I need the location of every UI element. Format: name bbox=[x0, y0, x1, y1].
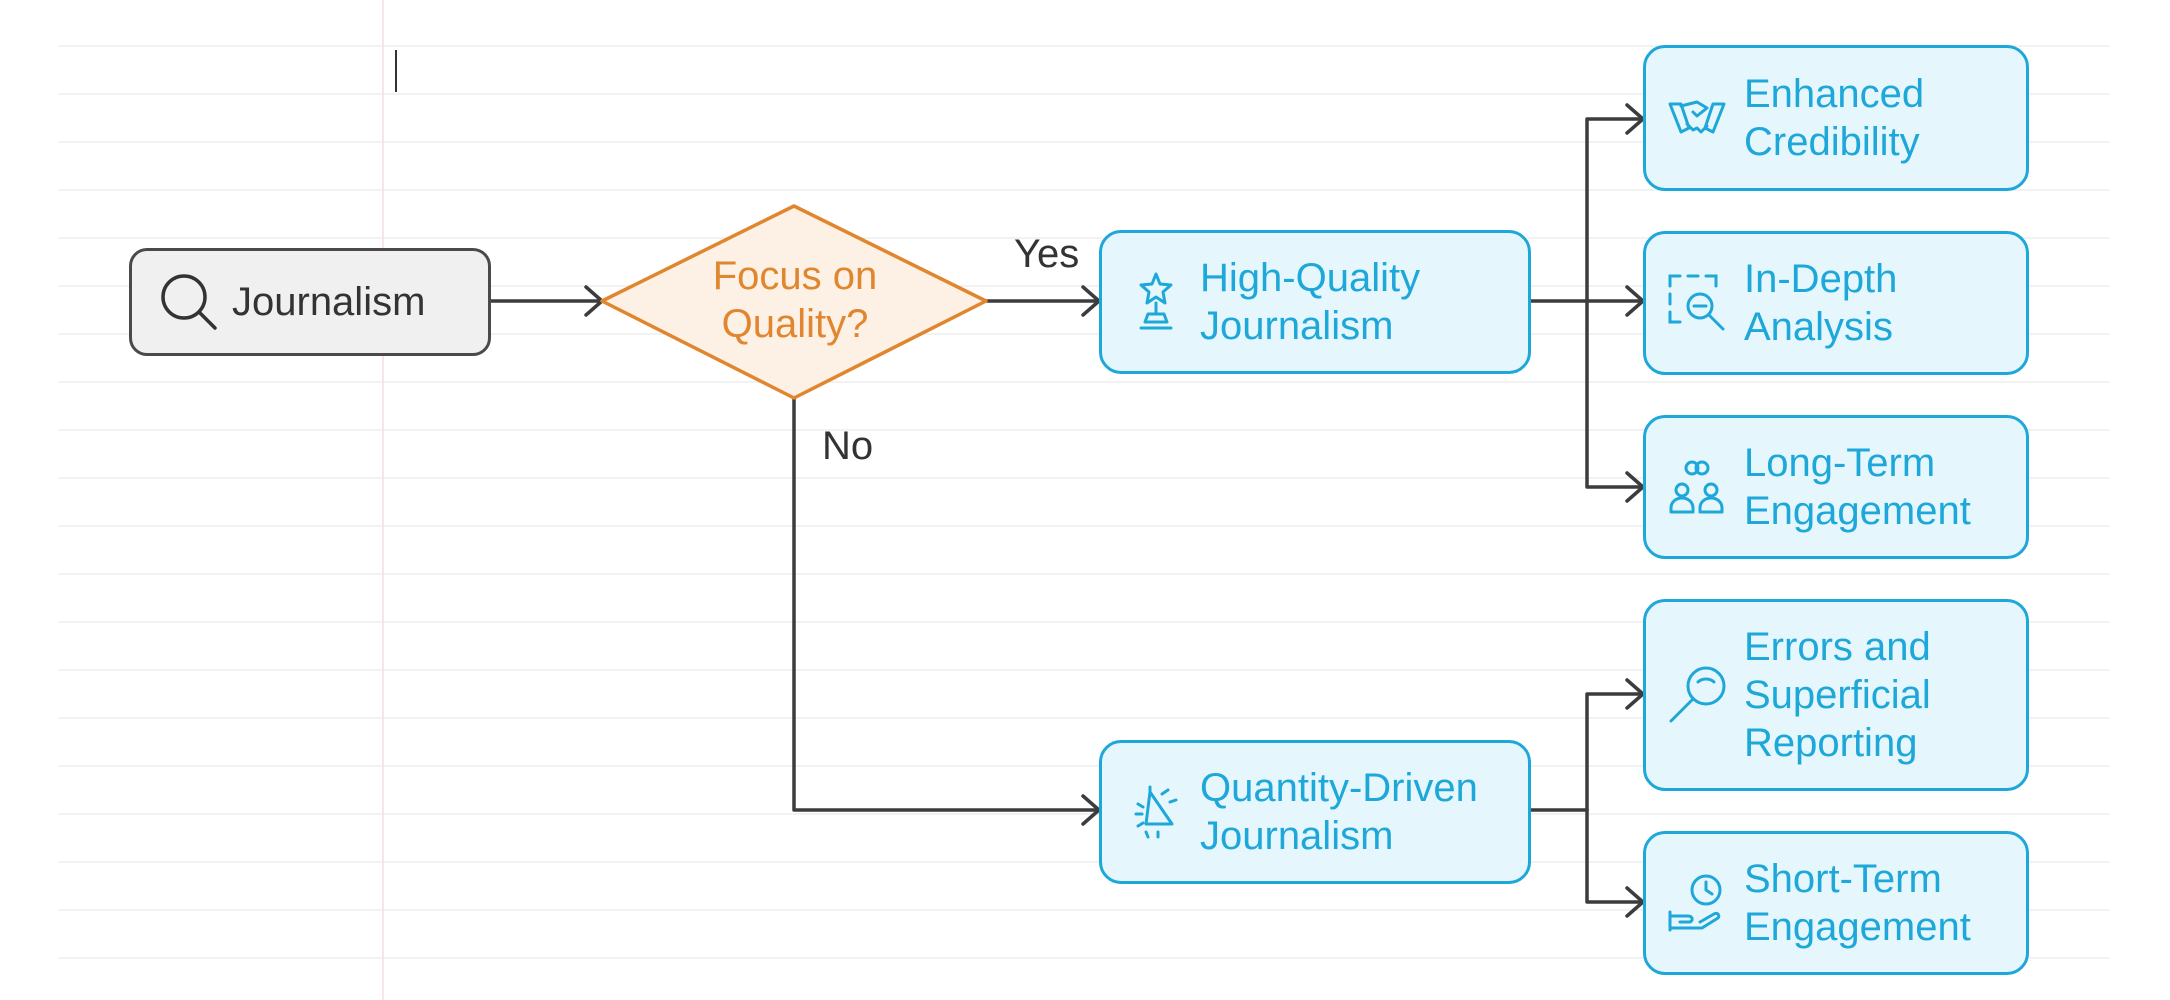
node-quantity-line1: Quantity-Driven bbox=[1200, 766, 1478, 810]
node-high-quality-line1: High-Quality bbox=[1200, 256, 1421, 300]
node-analysis-line2: Analysis bbox=[1744, 305, 1893, 349]
node-short-term-line1: Short-Term bbox=[1744, 857, 1942, 901]
node-short-term-line2: Engagement bbox=[1744, 905, 1971, 949]
edge-label-yes: Yes bbox=[1014, 232, 1080, 276]
node-errors-line2: Superficial bbox=[1744, 673, 1931, 717]
node-quantity-line2: Journalism bbox=[1200, 814, 1394, 858]
node-short-term-engagement[interactable]: Short-Term Engagement bbox=[1643, 831, 2029, 975]
node-errors-line3: Reporting bbox=[1744, 721, 1918, 765]
node-long-term-engagement[interactable]: Long-Term Engagement bbox=[1643, 415, 2029, 559]
node-analysis-line1: In-Depth bbox=[1744, 257, 1898, 301]
hand-clock-icon bbox=[1666, 872, 1728, 934]
text-cursor bbox=[395, 50, 397, 92]
start-node-journalism[interactable]: Journalism bbox=[129, 248, 491, 356]
handshake-icon bbox=[1666, 94, 1728, 142]
start-node-label: Journalism bbox=[232, 280, 426, 324]
connector-no bbox=[792, 396, 1099, 812]
search-icon bbox=[154, 271, 224, 333]
node-high-quality-journalism[interactable]: High-Quality Journalism bbox=[1099, 230, 1531, 374]
node-long-term-line2: Engagement bbox=[1744, 489, 1971, 533]
decision-label[interactable]: Focus on Quality? bbox=[712, 254, 878, 346]
node-credibility-line2: Credibility bbox=[1744, 120, 1920, 164]
node-errors-superficial-reporting[interactable]: Errors and Superficial Reporting bbox=[1643, 599, 2029, 791]
node-errors-line1: Errors and bbox=[1744, 625, 1931, 669]
magnifier-icon bbox=[1666, 664, 1728, 726]
decision-diamond bbox=[600, 204, 988, 400]
node-in-depth-analysis[interactable]: In-Depth Analysis bbox=[1643, 231, 2029, 375]
node-quantity-driven-journalism[interactable]: Quantity-Driven Journalism bbox=[1099, 740, 1531, 884]
node-high-quality-line2: Journalism bbox=[1200, 304, 1394, 348]
speed-icon bbox=[1132, 784, 1180, 840]
award-icon bbox=[1132, 270, 1180, 334]
node-credibility-line1: Enhanced bbox=[1744, 72, 1925, 116]
edge-label-no: No bbox=[822, 424, 874, 468]
node-enhanced-credibility[interactable]: Enhanced Credibility bbox=[1643, 45, 2029, 191]
zoom-out-icon bbox=[1666, 272, 1728, 334]
people-icon bbox=[1666, 456, 1728, 518]
node-long-term-line1: Long-Term bbox=[1744, 441, 1936, 485]
